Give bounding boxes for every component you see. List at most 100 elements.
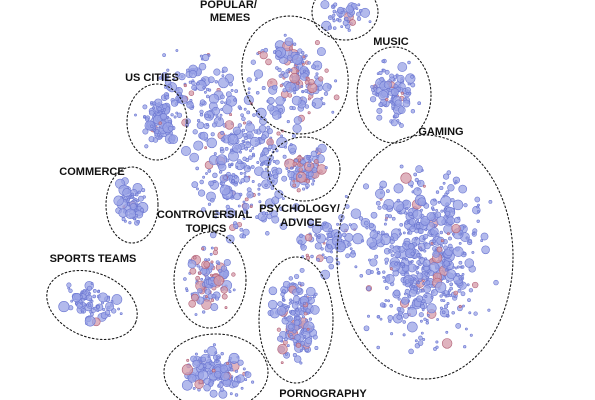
point-blue	[308, 160, 312, 164]
point-blue	[406, 293, 410, 297]
point-blue	[202, 86, 206, 90]
point-blue	[296, 287, 302, 293]
point-blue	[390, 100, 394, 104]
point-blue	[408, 243, 415, 250]
point-red	[453, 290, 459, 296]
point-blue	[212, 172, 218, 178]
point-blue	[370, 85, 374, 89]
point-blue	[468, 311, 472, 315]
point-blue	[218, 377, 222, 381]
point-blue	[139, 208, 145, 213]
point-blue	[389, 244, 394, 249]
point-red	[307, 111, 311, 115]
point-blue	[242, 216, 246, 220]
point-red	[243, 121, 246, 125]
point-blue	[423, 317, 427, 321]
point-red	[210, 298, 215, 302]
point-blue	[284, 352, 288, 356]
point-blue	[144, 144, 149, 149]
point-blue	[162, 53, 166, 57]
point-blue	[297, 239, 303, 245]
point-blue	[469, 333, 473, 337]
point-blue	[412, 209, 423, 220]
point-blue	[401, 296, 410, 305]
point-blue	[446, 216, 455, 225]
point-blue	[266, 125, 271, 130]
point-blue	[291, 106, 296, 111]
point-blue	[277, 67, 282, 72]
point-blue	[237, 105, 242, 109]
point-blue	[404, 288, 410, 294]
point-blue	[433, 223, 437, 228]
point-blue	[436, 318, 440, 321]
point-blue	[415, 224, 421, 229]
point-blue	[393, 83, 398, 89]
point-blue	[382, 270, 386, 274]
point-red	[226, 361, 230, 365]
point-blue	[488, 199, 493, 204]
point-blue	[293, 295, 300, 303]
point-blue	[84, 315, 96, 327]
point-blue	[302, 187, 306, 191]
point-blue	[370, 211, 378, 219]
point-blue	[235, 165, 239, 169]
point-blue	[192, 386, 196, 390]
point-blue	[281, 197, 285, 200]
point-blue	[206, 346, 217, 356]
point-blue	[199, 131, 209, 141]
point-blue	[229, 367, 234, 372]
point-blue	[402, 333, 406, 337]
point-blue	[168, 125, 174, 132]
point-blue	[187, 373, 197, 383]
point-blue	[340, 25, 344, 29]
point-blue	[210, 246, 214, 250]
point-blue	[196, 121, 205, 130]
point-blue	[219, 184, 231, 196]
point-blue	[251, 380, 255, 384]
point-blue	[379, 302, 385, 308]
point-blue	[205, 87, 210, 92]
point-blue	[339, 223, 349, 233]
label-us-cities: US CITIES	[125, 72, 179, 84]
point-blue	[191, 181, 199, 188]
point-blue	[233, 223, 239, 229]
point-blue	[368, 222, 375, 228]
point-blue	[244, 147, 248, 151]
point-blue	[444, 268, 448, 272]
point-blue	[234, 89, 239, 93]
point-blue	[237, 159, 242, 164]
point-blue	[376, 315, 381, 319]
point-blue	[221, 74, 225, 78]
point-blue	[341, 232, 347, 238]
point-blue	[82, 289, 87, 293]
point-blue	[388, 214, 393, 219]
bottom-cluster-outline	[163, 333, 269, 400]
point-blue	[168, 134, 179, 144]
point-blue	[247, 166, 251, 170]
point-blue	[218, 382, 224, 388]
point-blue	[436, 216, 446, 226]
point-blue	[376, 107, 383, 114]
point-blue	[403, 242, 407, 246]
point-blue	[92, 294, 97, 299]
point-blue	[422, 233, 429, 240]
point-blue	[289, 68, 293, 72]
point-blue	[228, 364, 233, 368]
point-red	[201, 247, 205, 251]
point-blue	[416, 253, 421, 258]
point-blue	[324, 166, 328, 170]
gaming-outline	[336, 134, 514, 380]
point-blue	[97, 290, 100, 294]
point-blue	[220, 94, 225, 100]
point-blue	[199, 109, 204, 114]
point-blue	[171, 99, 179, 107]
point-red	[292, 161, 297, 167]
point-blue	[342, 20, 349, 26]
point-blue	[367, 314, 370, 318]
point-blue	[142, 128, 149, 135]
point-blue	[417, 281, 421, 285]
point-blue	[443, 245, 448, 251]
point-red	[197, 271, 202, 275]
point-blue	[214, 215, 218, 219]
point-blue	[423, 242, 431, 250]
